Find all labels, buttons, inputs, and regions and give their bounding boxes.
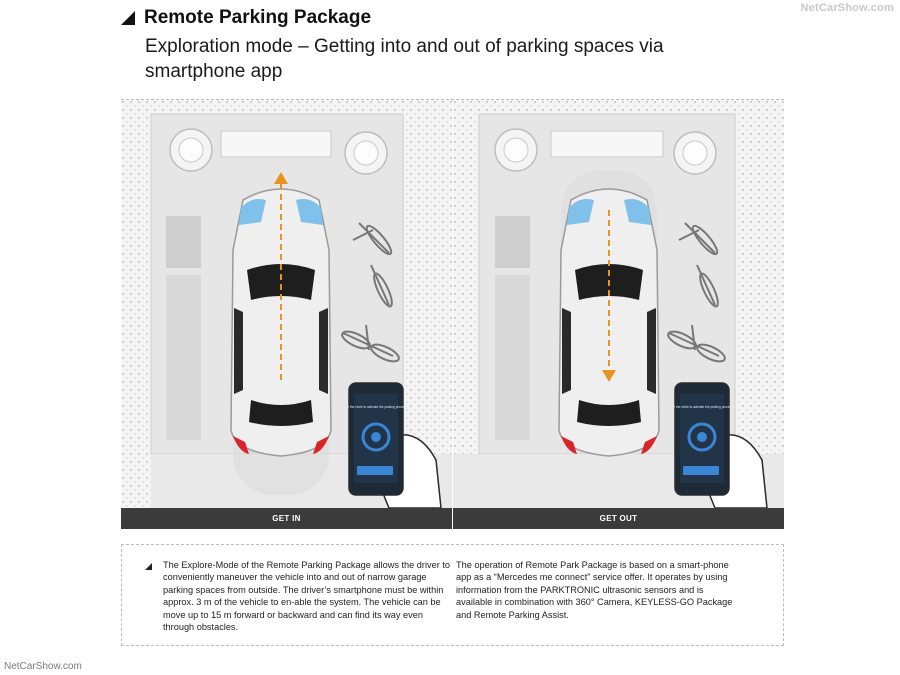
bicycle-icon [678,222,719,308]
bicycle-icon [341,324,400,363]
garage-scene-get-out: Trace the circle to activate the parking… [453,100,784,508]
info-box: The Explore-Mode of the Remote Parking P… [121,544,784,646]
garage-scene-get-in: Trace the circle to activate the parking… [121,100,452,508]
page-title: Remote Parking Package [144,7,372,28]
arrow-down-icon [602,370,616,382]
info-text-right: The operation of Remote Park Package is … [456,560,733,620]
tire-icon [494,128,538,172]
phone-instruction-text: Trace the circle to activate the parking… [341,405,411,409]
panel-get-in: Trace the circle to activate the parking… [121,100,452,529]
page-subtitle: Exploration mode – Getting into and out … [145,36,664,82]
info-text-left: The Explore-Mode of the Remote Parking P… [163,560,450,633]
label-get-in: GET IN [121,508,452,529]
triangle-bullet-icon [145,563,152,570]
triangle-bullet-icon [121,11,135,25]
phone-control-circle [361,422,391,452]
hand-holding-phone: Trace the circle to activate the parking… [667,382,768,508]
label-get-out: GET OUT [453,508,784,529]
bicycle-icon [667,324,726,363]
phone-control-circle [687,422,717,452]
tire-icon [344,131,388,175]
tire-icon [169,128,213,172]
panel-get-out: Trace the circle to activate the parking… [453,100,784,529]
title-row: Remote Parking Package [121,7,371,29]
watermark-bottom: NetCarShow.com [4,661,82,672]
bicycle-icon [352,222,393,308]
tire-icon [673,131,717,175]
arrow-up-icon [274,172,288,184]
car-top-view [230,188,332,457]
watermark-top: NetCarShow.com [800,2,894,14]
illustration: Trace the circle to activate the parking… [121,99,784,529]
hand-holding-phone: Trace the circle to activate the parking… [341,382,442,508]
phone-instruction-text: Trace the circle to activate the parking… [667,405,737,409]
